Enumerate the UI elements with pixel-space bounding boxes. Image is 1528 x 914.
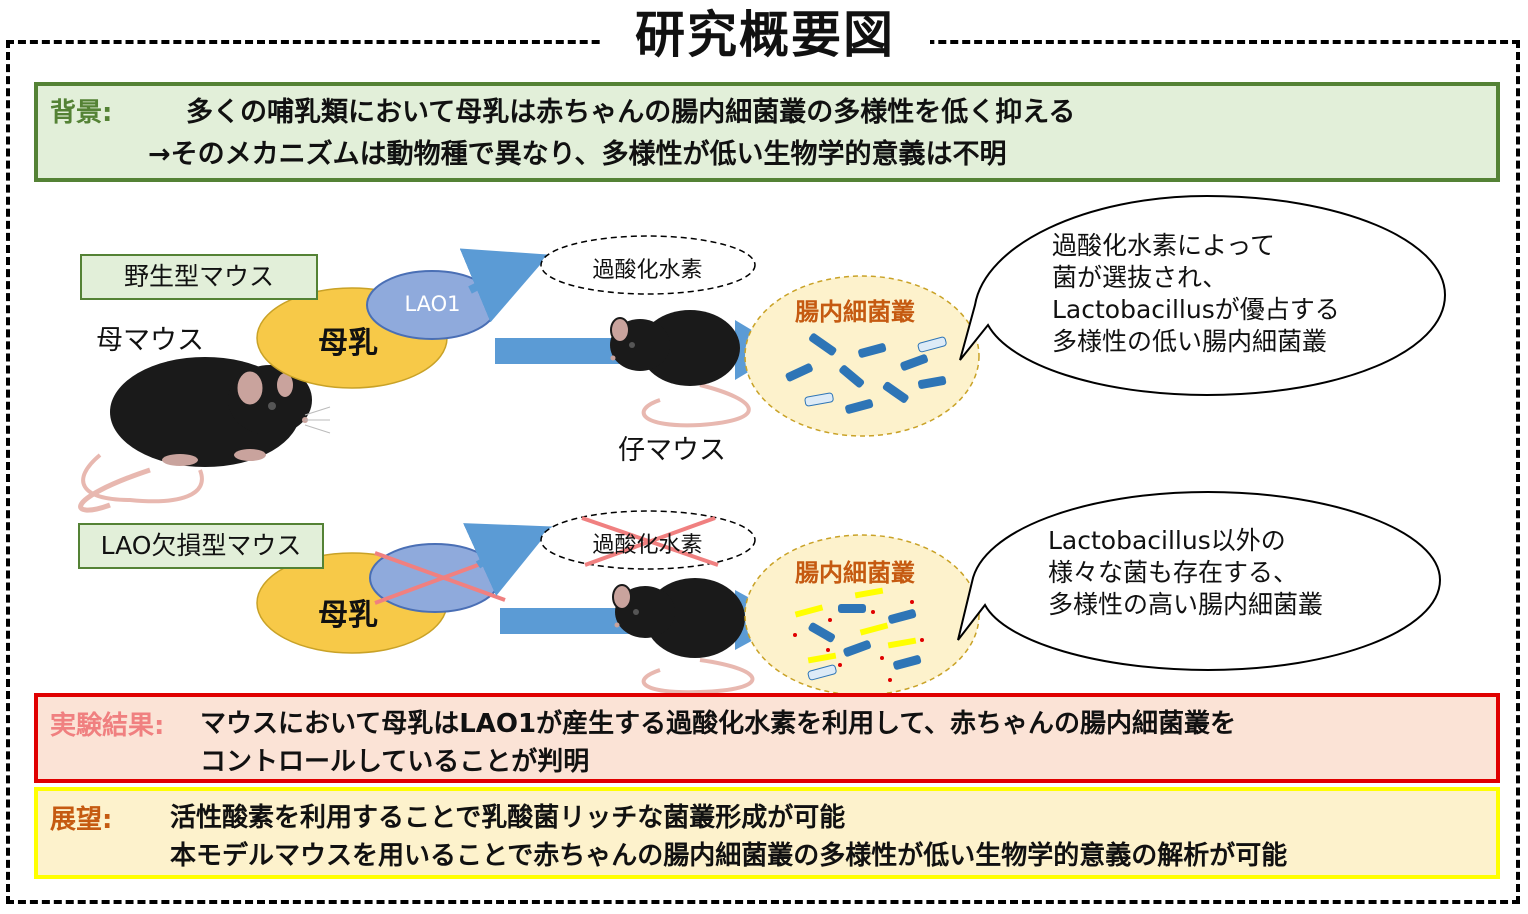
mother-mouse-icon: [78, 357, 331, 513]
h2o2-label: 過酸化水素: [592, 258, 703, 283]
knockout-tag: LAO欠損型マウス: [78, 523, 324, 569]
bubble-line: 菌が選抜され、: [1052, 263, 1228, 292]
outlook-line1: 活性酸素を利用することで乳酸菌リッチな菌叢形成が可能: [170, 803, 846, 833]
results-line1: マウスにおいて母乳はLAO1が産生する過酸化水素を利用して、赤ちゃんの腸内細菌叢…: [200, 709, 1237, 739]
pup-mouse-icon: [610, 310, 751, 428]
milk-label-ko: 母乳: [318, 598, 378, 633]
pup-mouse-icon-ko: [612, 578, 755, 695]
bubble-line: Lactobacillus以外の: [1048, 526, 1286, 555]
lao1-label: LAO1: [404, 292, 461, 316]
bubble-text-ko: Lactobacillus以外の 様々な菌も存在する、 多様性の高い腸内細菌叢: [1048, 525, 1323, 621]
speech-bubble-wildtype: [959, 194, 1447, 397]
bubble-line: 過酸化水素によって: [1052, 231, 1276, 260]
bubble-line: 様々な菌も存在する、: [1048, 558, 1299, 587]
mother-mouse-label: 母マウス: [96, 325, 204, 356]
background-line2: →そのメカニズムは動物種で異なり、多様性が低い生物学的意義は不明: [148, 139, 1007, 170]
bubble-line: 多様性の高い腸内細菌叢: [1048, 590, 1324, 619]
results-line2: コントロールしていることが判明: [200, 747, 590, 777]
outlook-line2: 本モデルマウスを用いることで赤ちゃんの腸内細菌叢の多様性が低い生物学的意義の解析…: [170, 841, 1288, 871]
bubble-text-wildtype: 過酸化水素によって 菌が選抜され、 Lactobacillusが優占する 多様性…: [1052, 230, 1340, 358]
h2o2-label-ko: 過酸化水素: [592, 533, 703, 558]
wildtype-tag: 野生型マウス: [80, 254, 318, 300]
milk-label: 母乳: [318, 326, 378, 361]
bubble-line: Lactobacillusが優占する: [1052, 295, 1340, 324]
microbiota-label: 腸内細菌叢: [795, 298, 915, 326]
outlook-label: 展望:: [50, 805, 113, 835]
cross-icon-h2o2: [581, 516, 719, 567]
results-box: 実験結果: マウスにおいて母乳はLAO1が産生する過酸化水素を利用して、赤ちゃん…: [34, 693, 1500, 783]
background-label: 背景:: [50, 98, 113, 128]
lao-ellipse-ko: [369, 543, 501, 613]
page-title: 研究概要図: [600, 4, 930, 66]
bacteria-icon: [785, 333, 947, 414]
speech-bubble-ko: [957, 490, 1442, 672]
bubble-line: 多様性の低い腸内細菌叢: [1052, 327, 1328, 356]
h2o2-ellipse: [540, 235, 756, 295]
bacteria-icon-ko: [793, 587, 924, 682]
background-line1: 多くの哺乳類において母乳は赤ちゃんの腸内細菌叢の多様性を低く抑える: [186, 97, 1076, 128]
pup-mouse-label: 仔マウス: [618, 435, 726, 466]
microbiota-label-ko: 腸内細菌叢: [795, 559, 915, 587]
background-box: 背景: 多くの哺乳類において母乳は赤ちゃんの腸内細菌叢の多様性を低く抑える →そ…: [34, 82, 1500, 182]
arrow-icon: [459, 248, 549, 323]
outlook-box: 展望: 活性酸素を利用することで乳酸菌リッチな菌叢形成が可能 本モデルマウスを用…: [34, 787, 1500, 879]
arrow-icon-ko: [463, 523, 553, 596]
results-label: 実験結果:: [50, 711, 165, 741]
